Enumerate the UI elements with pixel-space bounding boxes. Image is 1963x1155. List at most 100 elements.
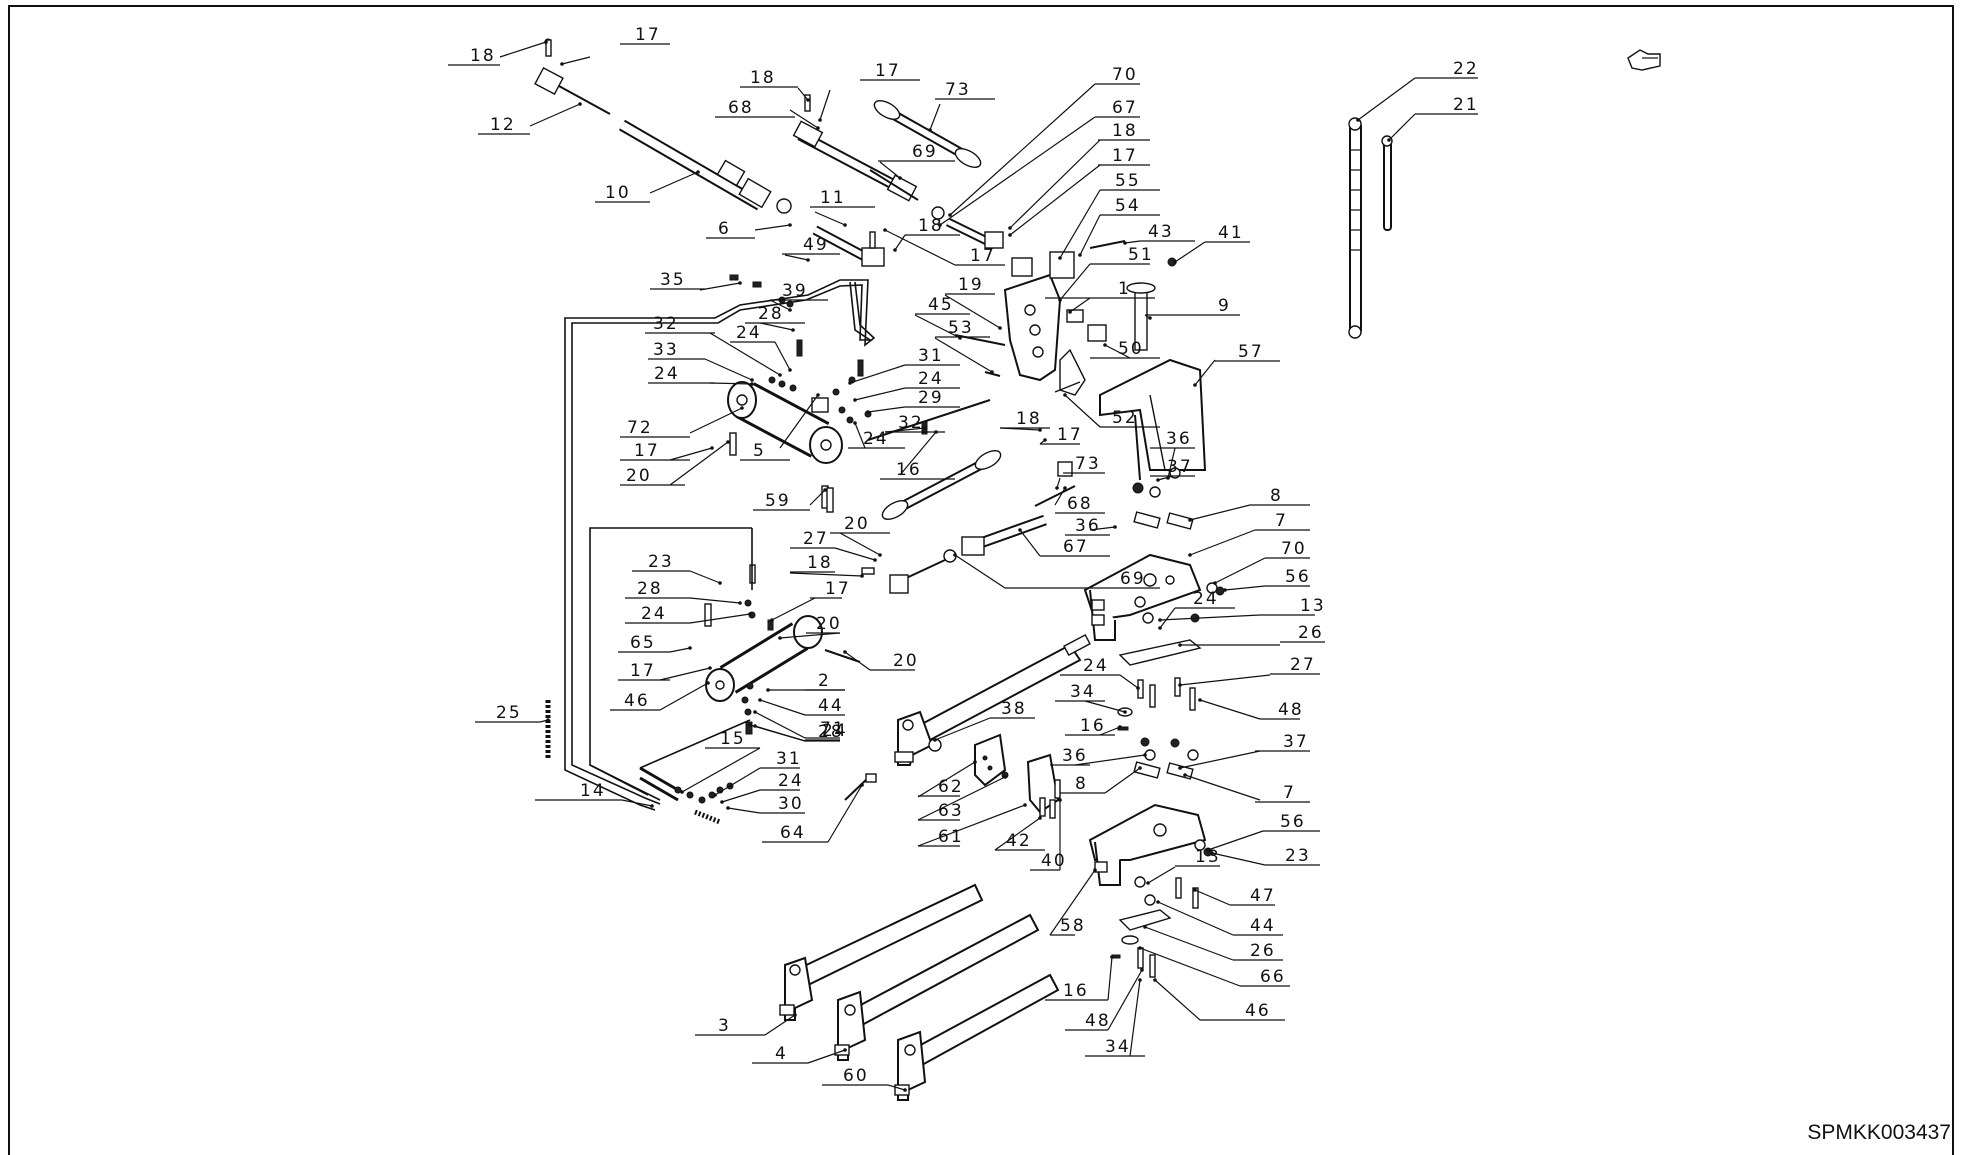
- leader-arrowhead: [544, 40, 548, 44]
- part-label-37: 37: [1167, 457, 1193, 477]
- leader-arrowhead: [720, 800, 724, 804]
- leader-line: [1357, 77, 1416, 121]
- document-reference-id: SPMKK003437: [1807, 1121, 1951, 1144]
- leader-line: [709, 332, 781, 376]
- leader-line: [721, 789, 761, 803]
- part-label-63: 63: [938, 801, 964, 821]
- leader-arrowhead: [578, 102, 582, 106]
- leader-arrowhead: [726, 806, 730, 810]
- part-label-69: 69: [1120, 569, 1146, 589]
- part-label-36: 36: [1062, 746, 1088, 766]
- leader-line: [884, 229, 956, 266]
- leader-arrowhead: [1206, 848, 1210, 852]
- part-label-36: 36: [1075, 516, 1101, 536]
- leader-line: [774, 341, 791, 371]
- leader-arrowhead: [1156, 900, 1160, 904]
- part-label-13: 13: [1300, 596, 1326, 616]
- part-label-12: 12: [490, 115, 516, 135]
- leader-arrowhead: [1055, 486, 1059, 490]
- part-label-27: 27: [1290, 655, 1316, 675]
- leader-arrowhead: [770, 618, 774, 622]
- leader-arrowhead: [998, 326, 1002, 330]
- leader-arrowhead: [866, 410, 870, 414]
- leader-arrowhead: [1356, 118, 1360, 122]
- leader-arrowhead: [560, 62, 564, 66]
- leader-arrowhead: [1063, 486, 1067, 490]
- leader-arrowhead: [748, 612, 752, 616]
- part-label-17: 17: [825, 579, 851, 599]
- leader-line: [769, 299, 791, 311]
- leader-line: [669, 447, 713, 461]
- part-label-67: 67: [1063, 537, 1089, 557]
- check-chain-bars: [1348, 117, 1393, 339]
- leader-arrowhead: [766, 688, 770, 692]
- leader-arrowhead: [778, 373, 782, 377]
- leader-arrowhead: [1193, 383, 1197, 387]
- leader-line: [1104, 344, 1131, 359]
- leader-arrowhead: [1223, 588, 1227, 592]
- leader-line: [1054, 487, 1066, 506]
- part-label-65: 65: [630, 633, 656, 653]
- leader-line: [1199, 699, 1261, 720]
- leader-arrowhead: [1148, 316, 1152, 320]
- part-label-21: 21: [1453, 95, 1479, 115]
- part-label-24: 24: [822, 721, 848, 741]
- leader-arrowhead: [1063, 393, 1067, 397]
- leader-line: [854, 387, 906, 401]
- leader-line: [779, 632, 841, 639]
- leader-line: [917, 776, 1006, 821]
- leader-line: [1147, 866, 1176, 884]
- leader-line: [499, 41, 547, 58]
- leader-line: [1159, 614, 1261, 621]
- leader-arrowhead: [1153, 978, 1157, 982]
- leader-line: [844, 651, 871, 671]
- part-label-16: 16: [896, 460, 922, 480]
- leader-arrowhead: [1138, 766, 1142, 770]
- part-label-18: 18: [1016, 409, 1042, 429]
- part-label-51: 51: [1128, 245, 1154, 265]
- leader-arrowhead: [1078, 253, 1082, 257]
- part-label-67: 67: [1112, 98, 1138, 118]
- leader-line: [649, 171, 699, 194]
- part-label-41: 41: [1218, 223, 1244, 243]
- leader-line: [1179, 750, 1261, 769]
- leader-arrowhead: [1123, 241, 1127, 245]
- leader-line: [839, 532, 881, 556]
- part-label-24: 24: [736, 323, 762, 343]
- leader-arrowhead: [1018, 528, 1022, 532]
- part-label-50: 50: [1118, 339, 1144, 359]
- leader-arrowhead: [1038, 428, 1042, 432]
- part-label-31: 31: [776, 749, 802, 769]
- part-label-33: 33: [653, 340, 679, 360]
- leader-arrowhead: [778, 636, 782, 640]
- leader-arrowhead: [1156, 478, 1160, 482]
- stabilizer-arm-2: [894, 634, 1091, 766]
- leader-arrowhead: [893, 248, 897, 252]
- leader-arrowhead: [1068, 310, 1072, 314]
- part-label-2: 2: [818, 671, 831, 691]
- leader-line: [934, 717, 991, 741]
- leader-line: [771, 597, 816, 621]
- part-label-18: 18: [918, 216, 944, 236]
- leader-arrowhead: [1140, 968, 1144, 972]
- part-label-31: 31: [918, 346, 944, 366]
- hydraulic-cylinder-72: [727, 381, 843, 509]
- part-label-56: 56: [1280, 812, 1306, 832]
- leader-arrowhead: [843, 1048, 847, 1052]
- leader-arrowhead: [1043, 438, 1047, 442]
- part-label-52: 52: [1112, 408, 1138, 428]
- leader-arrowhead: [1058, 256, 1062, 260]
- leader-lines: [448, 40, 1478, 1092]
- leader-arrowhead: [1178, 643, 1182, 647]
- part-label-58: 58: [1060, 916, 1086, 936]
- leader-arrowhead: [788, 368, 792, 372]
- leader-arrowhead: [793, 1013, 797, 1017]
- part-label-54: 54: [1115, 196, 1141, 216]
- part-label-9: 9: [1218, 296, 1231, 316]
- part-label-44: 44: [818, 696, 844, 716]
- leader-line: [689, 613, 751, 624]
- part-label-59: 59: [765, 491, 791, 511]
- leader-arrowhead: [788, 223, 792, 227]
- leader-arrowhead: [1193, 888, 1197, 892]
